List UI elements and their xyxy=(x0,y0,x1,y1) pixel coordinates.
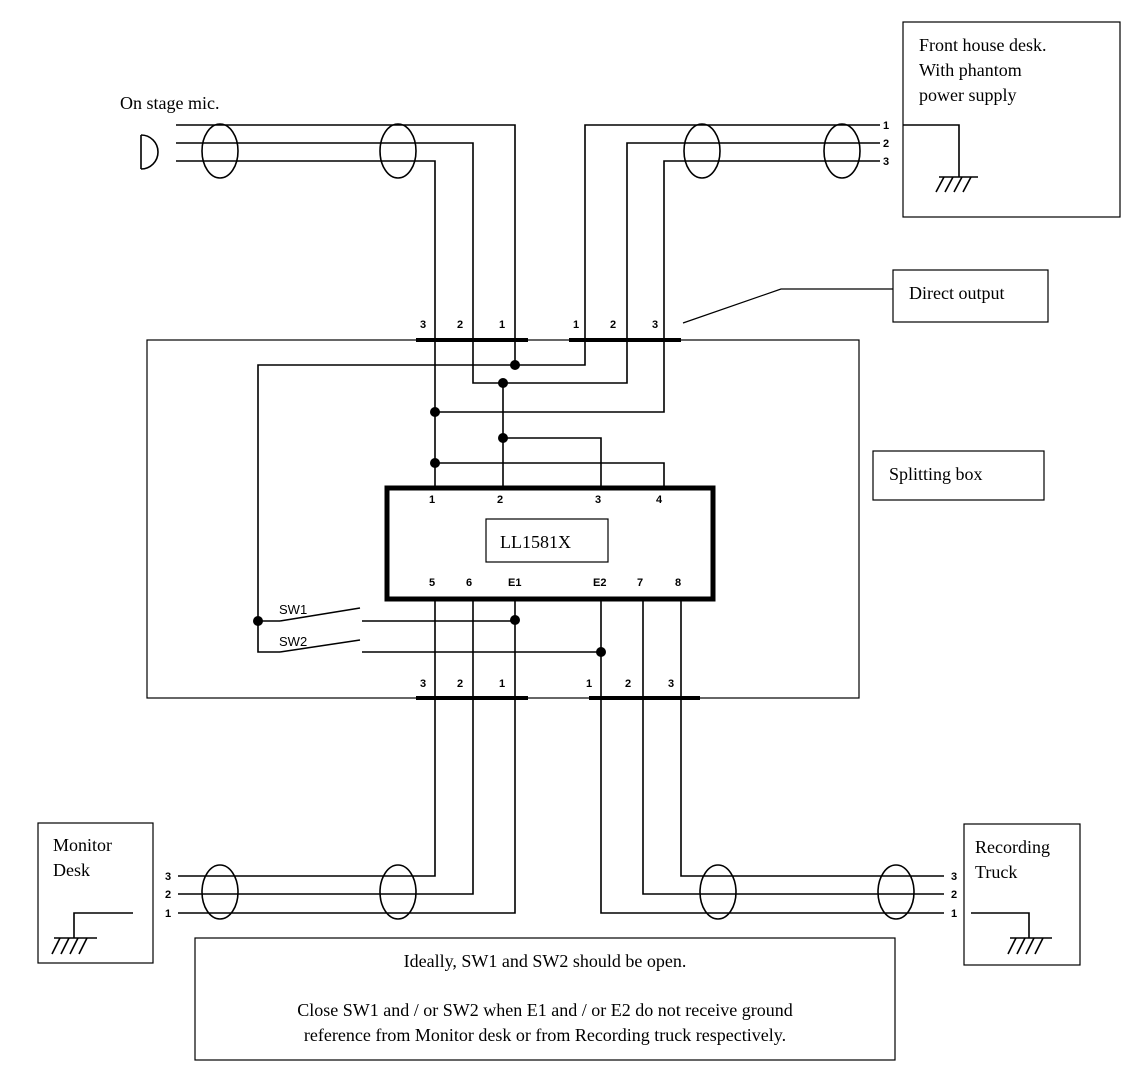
monitor-desk-label-1: Monitor xyxy=(53,835,112,855)
note-line-1: Ideally, SW1 and SW2 should be open. xyxy=(404,951,687,971)
cable-ferrite-icon xyxy=(201,123,239,179)
front-house-label-3: power supply xyxy=(919,85,1017,105)
direct-bus-pin: 1 xyxy=(573,319,579,331)
switch-sw2 xyxy=(279,639,606,657)
monitor-bus-pin: 2 xyxy=(457,678,463,690)
recording-truck-label-1: Recording xyxy=(975,837,1050,857)
monitor-desk-pin: 1 xyxy=(165,908,171,920)
transformer-model-box xyxy=(485,518,609,563)
front-house-pin: 2 xyxy=(883,138,889,150)
note-line-2: Close SW1 and / or SW2 when E1 and / or … xyxy=(297,1000,792,1020)
front-house-label-2: With phantom xyxy=(919,60,1022,80)
splitting-box-label-box xyxy=(872,450,1045,501)
internal-wiring xyxy=(257,340,665,653)
recording-bus-pin: 2 xyxy=(625,678,631,690)
monitor-desk-box xyxy=(37,822,154,964)
monitor-desk-label-2: Desk xyxy=(53,860,90,880)
note-box xyxy=(194,937,896,1061)
front-house-cable xyxy=(584,123,880,340)
transformer-box xyxy=(384,485,716,602)
mic-icon xyxy=(140,134,159,170)
monitor-desk-pin: 3 xyxy=(165,871,171,883)
front-house-pin: 1 xyxy=(883,120,889,132)
direct-bus-pin: 3 xyxy=(652,319,658,331)
cable-ferrite-icon xyxy=(379,864,417,920)
recording-truck-pin: 2 xyxy=(951,889,957,901)
input-bus-pin: 2 xyxy=(457,319,463,331)
input-bus-pin: 3 xyxy=(420,319,426,331)
front-house-label-1: Front house desk. xyxy=(919,35,1047,55)
recording-bus-pin: 1 xyxy=(586,678,592,690)
transformer-pin: E1 xyxy=(508,577,521,589)
cable-ferrite-icon xyxy=(379,123,417,179)
transformer-pin: 2 xyxy=(497,494,503,506)
direct-output-pointer xyxy=(682,288,893,324)
recording-truck-box xyxy=(963,823,1081,966)
transformer-pin: 3 xyxy=(595,494,601,506)
direct-bus-pin: 2 xyxy=(610,319,616,331)
recording-bus-pin: 3 xyxy=(668,678,674,690)
cable-ferrite-icon xyxy=(201,864,239,920)
monitor-cable xyxy=(178,599,516,920)
input-bus-pin: 1 xyxy=(499,319,505,331)
front-house-ground-icon xyxy=(903,124,978,193)
transformer-pin: 5 xyxy=(429,577,435,589)
monitor-desk-pin: 2 xyxy=(165,889,171,901)
sw2-label: SW2 xyxy=(279,634,307,649)
note-line-3: reference from Monitor desk or from Reco… xyxy=(304,1025,786,1045)
cable-ferrite-icon xyxy=(877,864,915,920)
front-house-desk-box xyxy=(902,21,1121,218)
monitor-ground-icon xyxy=(51,912,133,955)
cable-ferrite-icon xyxy=(699,864,737,920)
recording-truck-label-2: Truck xyxy=(975,862,1017,882)
transformer-pin: 1 xyxy=(429,494,435,506)
transformer-pin: E2 xyxy=(593,577,606,589)
transformer-pin: 6 xyxy=(466,577,472,589)
transformer-model-label: LL1581X xyxy=(500,532,571,552)
sw1-label: SW1 xyxy=(279,602,307,617)
mic-label: On stage mic. xyxy=(120,93,219,113)
splitting-box-label: Splitting box xyxy=(889,464,983,484)
cable-ferrite-icon xyxy=(683,123,721,179)
mic-cable xyxy=(176,123,516,340)
direct-output-label: Direct output xyxy=(909,283,1004,303)
cable-ferrite-icon xyxy=(823,123,861,179)
recording-truck-pin: 3 xyxy=(951,871,957,883)
recording-cable xyxy=(600,599,944,920)
direct-output-box xyxy=(892,269,1049,323)
transformer-pin: 4 xyxy=(656,494,663,506)
recording-ground-icon xyxy=(971,912,1052,955)
monitor-bus-pin: 1 xyxy=(499,678,505,690)
monitor-bus-pin: 3 xyxy=(420,678,426,690)
front-house-pin: 3 xyxy=(883,156,889,168)
transformer-pin: 7 xyxy=(637,577,643,589)
transformer-pin: 8 xyxy=(675,577,681,589)
recording-truck-pin: 1 xyxy=(951,908,957,920)
